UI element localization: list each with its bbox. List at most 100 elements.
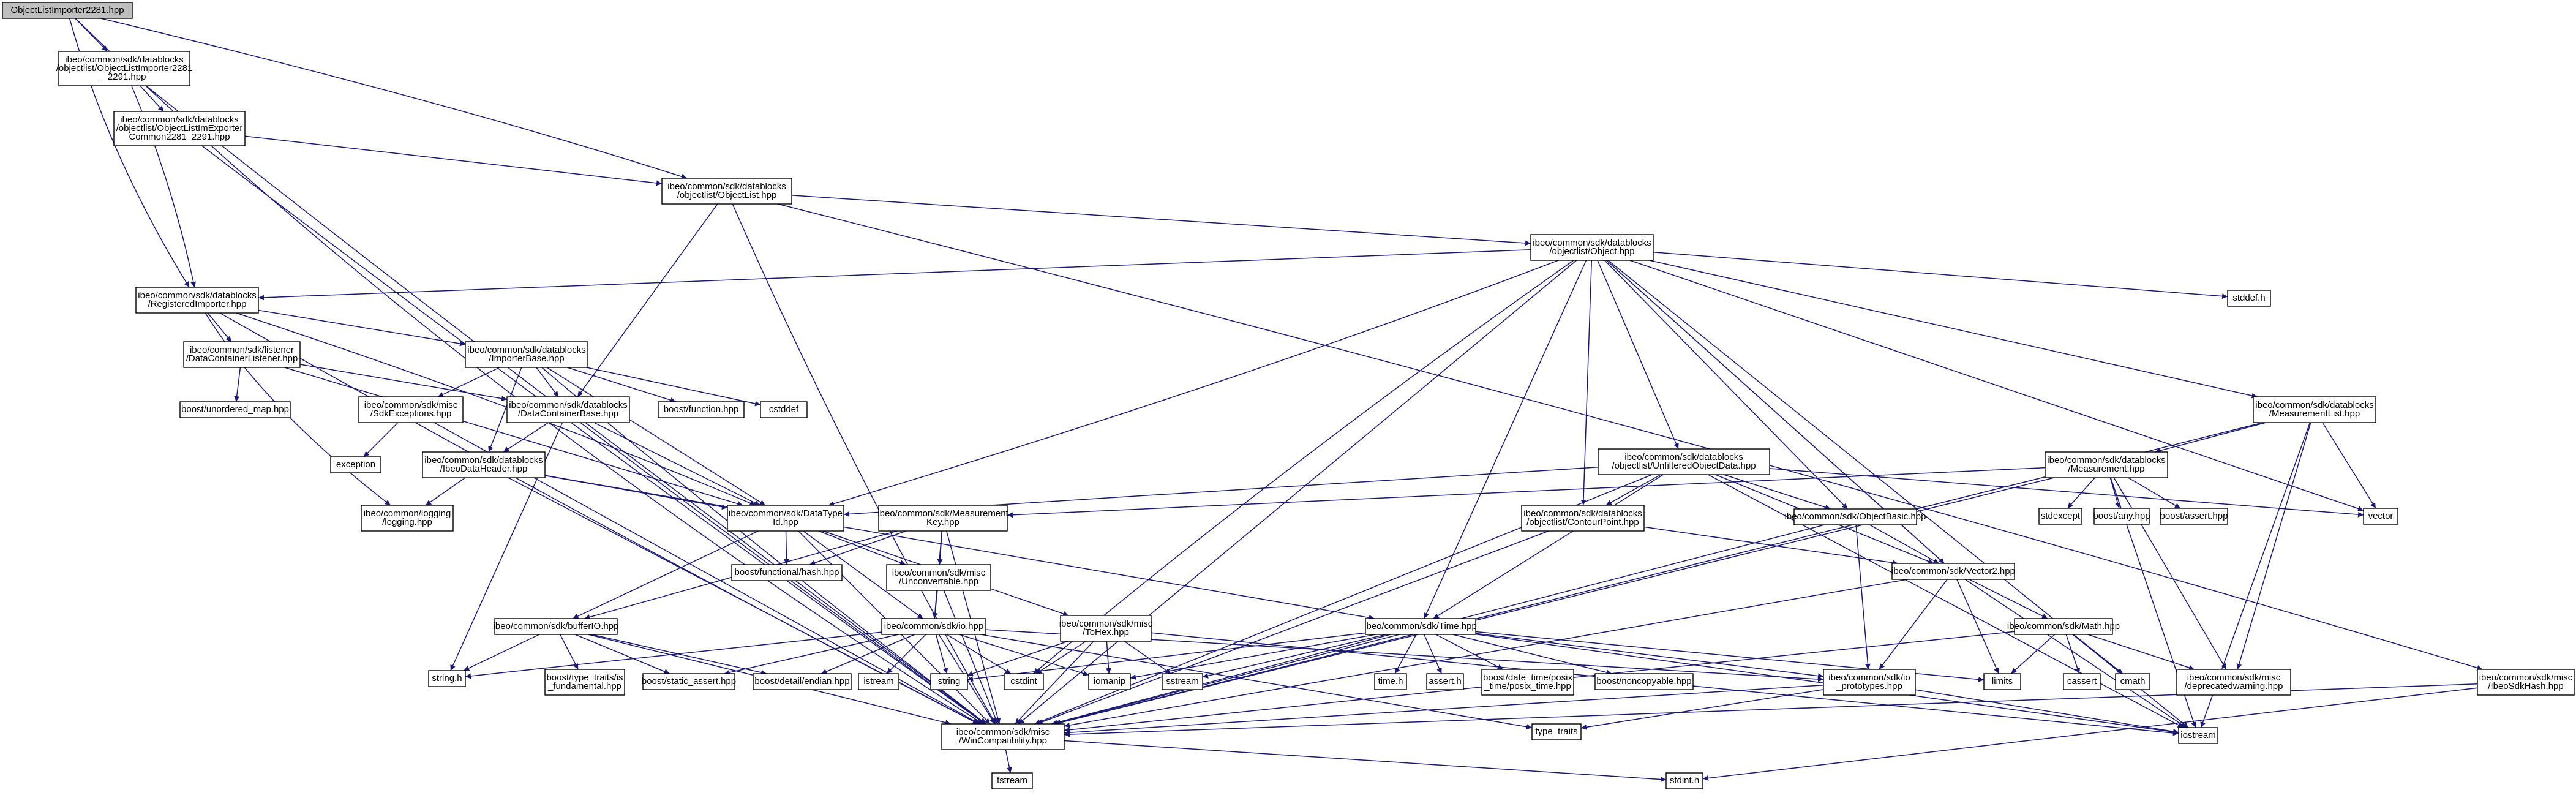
node-exception[interactable]: exception bbox=[330, 456, 381, 473]
node-cmath[interactable]: cmath bbox=[2115, 673, 2150, 690]
node-measlist[interactable]: ibeo/common/sdk/datablocks/MeasurementLi… bbox=[2253, 396, 2376, 423]
node-stringh[interactable]: string.h bbox=[428, 670, 466, 687]
node-root[interactable]: ObjectListImporter2281.hpp bbox=[2, 2, 133, 19]
node-staticassert[interactable]: boost/static_assert.hpp bbox=[642, 673, 736, 690]
node-box[interactable] bbox=[753, 673, 852, 690]
node-measurement[interactable]: ibeo/common/sdk/datablocks/Measurement.h… bbox=[2045, 451, 2168, 478]
node-objlist[interactable]: ibeo/common/sdk/datablocks/objectlist/Ob… bbox=[661, 178, 792, 205]
node-box[interactable] bbox=[1891, 563, 2015, 580]
node-ioproto[interactable]: ibeo/common/sdk/io_prototypes.hpp bbox=[1823, 669, 1916, 696]
node-box[interactable] bbox=[358, 396, 464, 423]
node-cassert[interactable]: cassert bbox=[2063, 673, 2101, 690]
node-box[interactable] bbox=[179, 401, 291, 418]
node-box[interactable] bbox=[1426, 673, 1464, 690]
node-boostany[interactable]: boost/any.hpp bbox=[2093, 508, 2150, 525]
node-box[interactable] bbox=[428, 670, 466, 687]
node-fstream[interactable]: fstream bbox=[991, 772, 1033, 789]
node-listener[interactable]: ibeo/common/sdk/listener/DataContainerLi… bbox=[183, 341, 301, 368]
node-typetraitsfund[interactable]: boost/type_traits/is_fundamental.hpp bbox=[544, 669, 625, 696]
node-box[interactable] bbox=[183, 341, 301, 368]
node-box[interactable] bbox=[1823, 669, 1916, 696]
node-box[interactable] bbox=[1088, 673, 1131, 690]
node-box[interactable] bbox=[2160, 508, 2228, 525]
node-box[interactable] bbox=[1531, 723, 1582, 740]
node-box[interactable] bbox=[941, 723, 1065, 750]
node-stddefh[interactable]: stddef.h bbox=[2227, 290, 2271, 307]
node-box[interactable] bbox=[58, 51, 190, 86]
node-boosthash[interactable]: boost/functional/hash.hpp bbox=[731, 564, 843, 581]
node-box[interactable] bbox=[858, 673, 899, 690]
node-box[interactable] bbox=[422, 451, 546, 478]
node-tohex[interactable]: ibeo/common/sdk/misc/ToHex.hpp bbox=[1059, 615, 1153, 642]
node-imp2281[interactable]: ibeo/common/sdk/datablocks/objectlist/Ob… bbox=[56, 51, 193, 86]
node-vector[interactable]: vector bbox=[2363, 508, 2398, 525]
node-expcommon[interactable]: ibeo/common/sdk/datablocks/objectlist/Ob… bbox=[113, 111, 246, 146]
node-asserth[interactable]: assert.h bbox=[1426, 673, 1464, 690]
node-regimp[interactable]: ibeo/common/sdk/datablocks/RegisteredImp… bbox=[135, 287, 259, 314]
node-box[interactable] bbox=[2115, 673, 2150, 690]
node-box[interactable] bbox=[760, 401, 808, 418]
node-box[interactable] bbox=[544, 669, 625, 696]
node-stdexcept[interactable]: stdexcept bbox=[2038, 508, 2082, 525]
node-time[interactable]: ibeo/common/sdk/Time.hpp bbox=[1364, 618, 1477, 635]
node-stdinth[interactable]: stdint.h bbox=[1665, 772, 1703, 789]
node-box[interactable] bbox=[2227, 290, 2271, 307]
node-vector2[interactable]: ibeo/common/sdk/Vector2.hpp bbox=[1891, 563, 2015, 580]
node-box[interactable] bbox=[1365, 618, 1476, 635]
node-box[interactable] bbox=[991, 772, 1033, 789]
node-logging[interactable]: ibeo/common/logging/logging.hpp bbox=[361, 505, 454, 532]
node-box[interactable] bbox=[2363, 508, 2398, 525]
node-box[interactable] bbox=[1374, 673, 1407, 690]
node-box[interactable] bbox=[878, 505, 1008, 532]
node-box[interactable] bbox=[330, 456, 381, 473]
node-box[interactable] bbox=[2477, 669, 2575, 696]
node-unfiltered[interactable]: ibeo/common/sdk/datablocks/objectlist/Un… bbox=[1598, 448, 1770, 475]
node-unconv[interactable]: ibeo/common/sdk/misc/Unconvertable.hpp bbox=[886, 564, 991, 591]
node-box[interactable] bbox=[1598, 448, 1770, 475]
node-box[interactable] bbox=[2, 2, 133, 19]
node-box[interactable] bbox=[1530, 234, 1654, 261]
node-box[interactable] bbox=[135, 287, 259, 314]
node-box[interactable] bbox=[2045, 451, 2168, 478]
node-cstddef[interactable]: cstddef bbox=[760, 401, 808, 418]
node-istream[interactable]: istream bbox=[858, 673, 899, 690]
node-box[interactable] bbox=[1793, 508, 1917, 525]
node-box[interactable] bbox=[661, 178, 792, 205]
node-box[interactable] bbox=[2038, 508, 2082, 525]
node-iomanip[interactable]: iomanip bbox=[1088, 673, 1131, 690]
node-box[interactable] bbox=[2063, 673, 2101, 690]
node-posixtime[interactable]: boost/date_time/posix_time/posix_time.hp… bbox=[1481, 669, 1574, 696]
node-bufferio[interactable]: ibeo/common/sdk/bufferIO.hpp bbox=[494, 618, 619, 635]
node-box[interactable] bbox=[494, 618, 618, 635]
node-box[interactable] bbox=[1521, 505, 1645, 532]
node-sstream[interactable]: sstream bbox=[1162, 673, 1203, 690]
node-box[interactable] bbox=[2093, 508, 2150, 525]
node-box[interactable] bbox=[361, 505, 454, 532]
node-box[interactable] bbox=[2176, 669, 2291, 696]
node-box[interactable] bbox=[2014, 618, 2113, 635]
node-box[interactable] bbox=[1481, 669, 1574, 696]
node-impbase[interactable]: ibeo/common/sdk/datablocks/ImporterBase.… bbox=[465, 341, 588, 368]
node-idh[interactable]: ibeo/common/sdk/datablocks/IbeoDataHeade… bbox=[422, 451, 546, 478]
node-wincompat[interactable]: ibeo/common/sdk/misc/WinCompatibility.hp… bbox=[941, 723, 1065, 750]
node-endian[interactable]: boost/detail/endian.hpp bbox=[753, 673, 852, 690]
node-typetraits[interactable]: type_traits bbox=[1531, 723, 1582, 740]
node-unordmap[interactable]: boost/unordered_map.hpp bbox=[179, 401, 291, 418]
node-boostassert[interactable]: boost/assert.hpp bbox=[2160, 508, 2228, 525]
node-sdkhash[interactable]: ibeo/common/sdk/misc/IbeoSdkHash.hpp bbox=[2477, 669, 2575, 696]
node-box[interactable] bbox=[2178, 727, 2218, 744]
node-sdkexc[interactable]: ibeo/common/sdk/misc/SdkExceptions.hpp bbox=[358, 396, 464, 423]
node-box[interactable] bbox=[642, 673, 735, 690]
node-box[interactable] bbox=[2253, 396, 2376, 423]
node-string[interactable]: string bbox=[930, 673, 968, 690]
node-limits[interactable]: limits bbox=[1983, 673, 2021, 690]
node-dcbase[interactable]: ibeo/common/sdk/datablocks/DataContainer… bbox=[506, 396, 630, 423]
node-io[interactable]: ibeo/common/sdk/io.hpp bbox=[881, 618, 986, 635]
node-box[interactable] bbox=[886, 564, 991, 591]
node-box[interactable] bbox=[1004, 673, 1044, 690]
node-box[interactable] bbox=[658, 401, 745, 418]
node-timeh[interactable]: time.h bbox=[1374, 673, 1407, 690]
node-cstdint[interactable]: cstdint bbox=[1004, 673, 1044, 690]
